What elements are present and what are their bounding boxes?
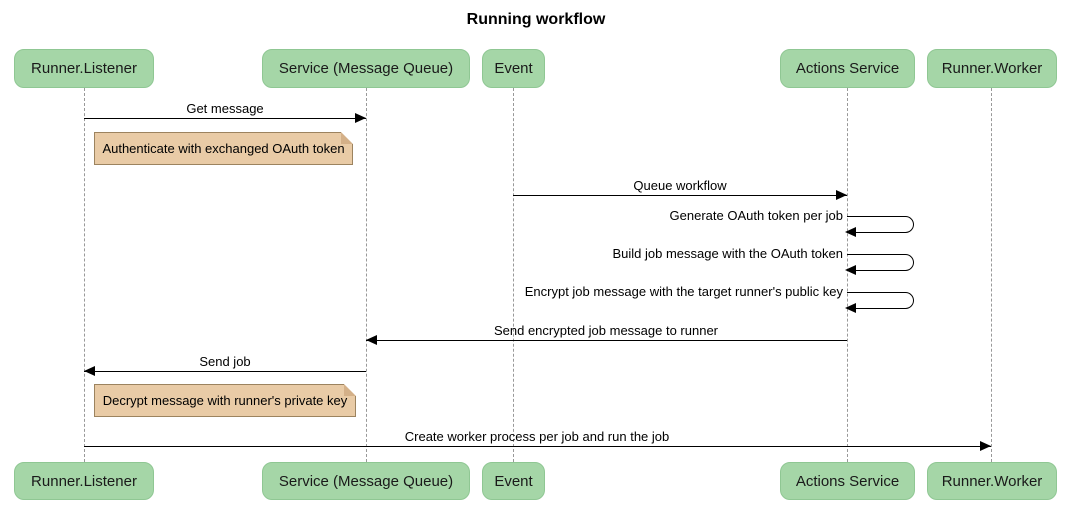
message-label-queue-workflow: Queue workflow <box>633 178 727 193</box>
arrowhead-left-icon <box>845 303 856 313</box>
self-message-label-build-job-message: Build job message with the OAuth token <box>612 246 843 261</box>
note-authenticate-oauth: Authenticate with exchanged OAuth token <box>94 132 353 165</box>
participant-top-runner-listener: Runner.Listener <box>14 49 154 88</box>
participant-label: Service (Message Queue) <box>278 472 454 490</box>
message-label-send-job: Send job <box>199 354 251 369</box>
participant-label: Event <box>494 60 533 77</box>
arrowhead-left-icon <box>845 227 856 237</box>
lifeline-runner-worker <box>991 88 992 462</box>
participant-label: Actions Service <box>795 60 900 77</box>
message-arrow-send-encrypted <box>366 335 847 345</box>
participant-label: Runner.Worker <box>941 472 1043 490</box>
message-arrow-get-message <box>84 113 366 123</box>
participant-top-service-message-queue: Service (Message Queue) <box>262 49 470 88</box>
participant-label: Actions Service <box>795 472 900 490</box>
lifeline-service-message-queue <box>366 88 367 462</box>
participant-top-runner-worker: Runner.Worker <box>927 49 1057 88</box>
arrowhead-left-icon <box>84 366 95 376</box>
participant-label: Runner.Listener <box>31 472 137 490</box>
participant-bottom-runner-worker: Runner.Worker <box>927 462 1057 500</box>
self-loop-generate-oauth <box>845 216 914 237</box>
self-message-label-encrypt-job-message: Encrypt job message with the target runn… <box>524 284 843 299</box>
diagram-title: Running workflow <box>466 11 606 28</box>
arrowhead-right-icon <box>836 190 847 200</box>
arrowhead-left-icon <box>366 335 377 345</box>
participant-bottom-actions-service: Actions Service <box>780 462 915 500</box>
participant-top-event: Event <box>482 49 545 88</box>
participant-label: Event <box>494 472 533 490</box>
participant-bottom-event: Event <box>482 462 545 500</box>
self-message-label-generate-oauth: Generate OAuth token per job <box>669 208 843 223</box>
lifeline-runner-listener <box>84 88 85 462</box>
note-decrypt-private-key: Decrypt message with runner's private ke… <box>94 384 356 417</box>
arrowhead-right-icon <box>355 113 366 123</box>
self-loop-build-job-message <box>845 254 914 275</box>
note-text: Authenticate with exchanged OAuth token <box>102 141 345 156</box>
participant-bottom-service-message-queue: Service (Message Queue) <box>262 462 470 500</box>
arrowhead-left-icon <box>845 265 856 275</box>
participant-bottom-runner-listener: Runner.Listener <box>14 462 154 500</box>
participant-label: Service (Message Queue) <box>278 60 454 77</box>
message-label-create-worker: Create worker process per job and run th… <box>404 429 670 444</box>
message-arrow-send-job <box>84 366 366 376</box>
participant-label: Runner.Worker <box>941 60 1043 77</box>
message-label-get-message: Get message <box>186 101 264 116</box>
note-fold-corner-icon <box>341 132 353 144</box>
participant-top-actions-service: Actions Service <box>780 49 915 88</box>
arrowhead-right-icon <box>980 441 991 451</box>
lifeline-event <box>513 88 514 462</box>
participant-label: Runner.Listener <box>31 60 137 77</box>
lifeline-actions-service <box>847 88 848 462</box>
note-text: Decrypt message with runner's private ke… <box>102 393 348 408</box>
message-arrow-create-worker <box>84 441 991 451</box>
message-label-send-encrypted: Send encrypted job message to runner <box>493 323 719 338</box>
note-fold-corner-icon <box>344 384 356 396</box>
self-loop-encrypt-job-message <box>845 292 914 313</box>
message-arrow-queue-workflow <box>513 190 847 200</box>
